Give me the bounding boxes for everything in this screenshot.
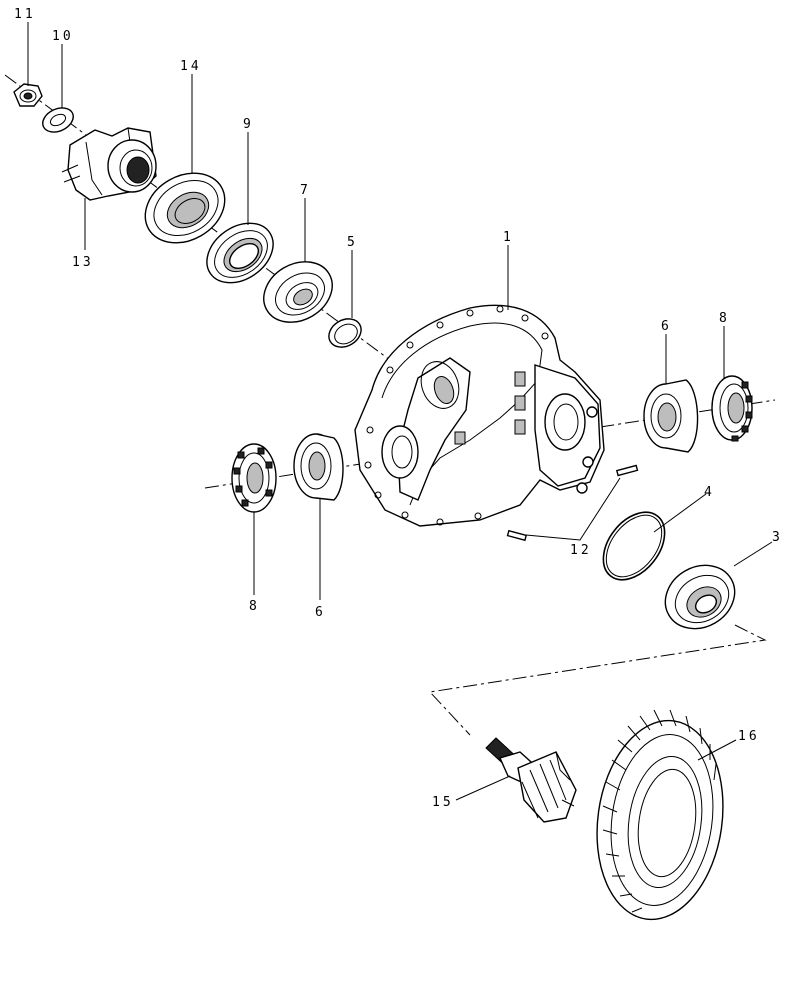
leader-4 — [653, 493, 707, 533]
callout-1: 1 — [503, 230, 514, 245]
part-14-seal — [144, 172, 226, 244]
part-8-adjuster-left — [231, 443, 277, 513]
callout-7: 7 — [300, 183, 311, 198]
callout-12: 12 — [570, 543, 592, 558]
part-6-bearing-left — [293, 433, 344, 501]
part-12-pins — [506, 464, 639, 542]
part-1-carrier-housing — [354, 304, 605, 527]
part-9-seal-ring — [206, 222, 274, 284]
callout-8-right: 8 — [719, 311, 730, 326]
callout-14: 14 — [180, 59, 202, 74]
part-11-nut — [13, 83, 43, 107]
part-13-yoke — [61, 127, 157, 201]
part-3-bearing — [664, 564, 736, 630]
callout-4: 4 — [704, 485, 715, 500]
part-4-o-ring — [602, 511, 666, 581]
part-16-ring-gear — [596, 709, 724, 921]
pinion-assembly-path — [428, 624, 767, 736]
part-15-pinion-gear — [485, 737, 577, 823]
callout-16: 16 — [738, 729, 760, 744]
leader-15 — [455, 775, 511, 801]
part-8-adjuster-right — [711, 375, 753, 442]
callout-6-right: 6 — [661, 319, 672, 334]
callout-13: 13 — [72, 255, 94, 270]
leader-12-a — [525, 477, 621, 541]
callout-15: 15 — [432, 795, 454, 810]
callout-8-left: 8 — [249, 599, 260, 614]
leader-3 — [733, 541, 773, 567]
callout-11: 11 — [14, 7, 36, 22]
callout-10: 10 — [52, 29, 74, 44]
callout-3: 3 — [772, 530, 783, 545]
part-6-bearing-right — [643, 379, 699, 453]
part-10-washer — [42, 107, 74, 133]
callout-6-left: 6 — [315, 605, 326, 620]
part-5-spacer-ring — [328, 318, 362, 348]
callout-5: 5 — [347, 235, 358, 250]
leader-16 — [697, 739, 737, 761]
callout-9: 9 — [243, 117, 254, 132]
part-7-bearing — [263, 261, 333, 323]
